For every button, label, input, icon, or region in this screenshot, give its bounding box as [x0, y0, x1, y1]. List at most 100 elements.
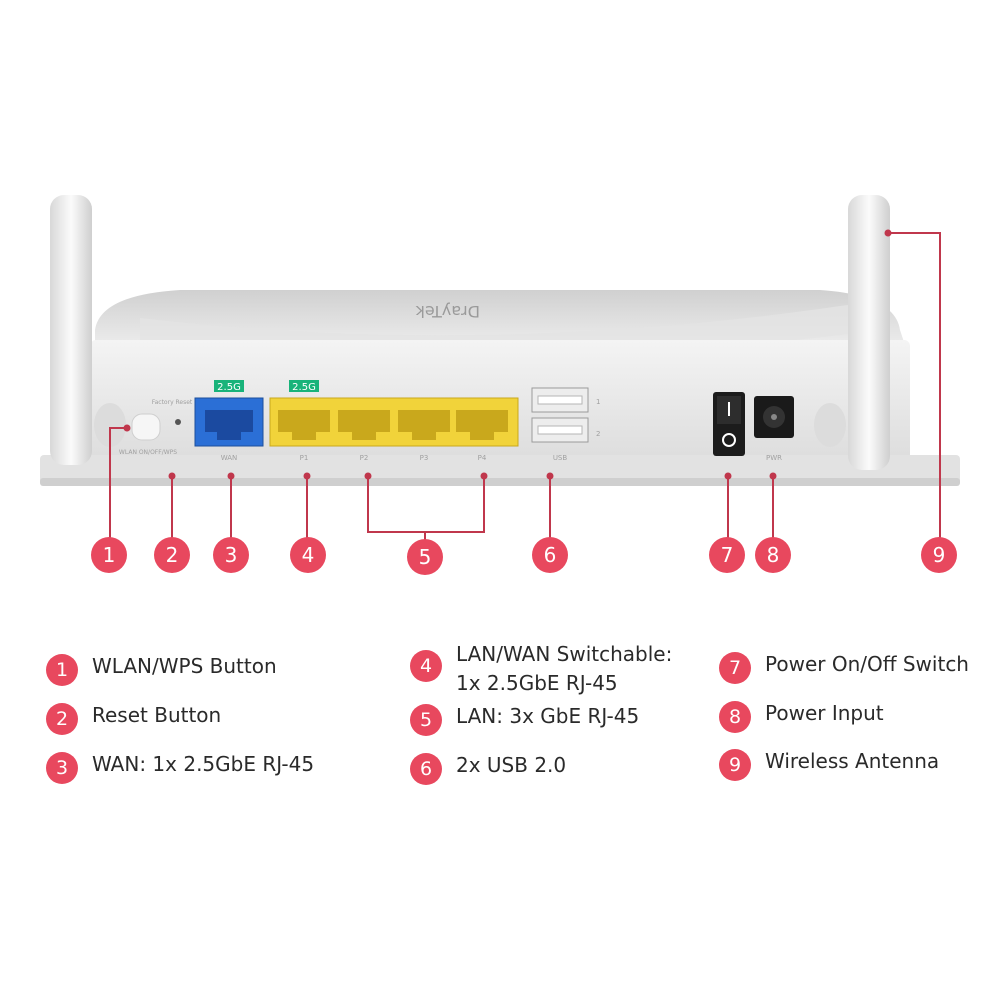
callout-badge-8-text: 8 [767, 543, 780, 567]
router-body: DrayTek [40, 290, 960, 486]
callout-dot-6 [546, 472, 554, 480]
legend-text-6: 2x USB 2.0 [456, 751, 566, 780]
wlan-button-label: WLAN ON/OFF/WPS [119, 449, 177, 456]
legend-text-6-line: 2x USB 2.0 [456, 753, 567, 777]
lan-label-p2: P2 [360, 454, 369, 462]
callout-dot-1 [123, 424, 131, 432]
callout-badge-7-text: 7 [721, 543, 734, 567]
legend-badge-5: 5 [410, 704, 442, 736]
callout-badge-4-text: 4 [302, 543, 315, 567]
legend-item-5: 5 LAN: 3x GbE RJ-45 [410, 702, 639, 736]
pwr-label: PWR [766, 454, 782, 462]
lan-port-p3: P3 [398, 410, 450, 462]
legend-badge-8: 8 [719, 701, 751, 733]
callout-badge-3: 3 [213, 537, 249, 573]
left-antenna [50, 195, 126, 465]
callout-badge-9-text: 9 [933, 543, 946, 567]
lan-port-p2: P2 [338, 410, 390, 462]
callout-badge-6-text: 6 [544, 543, 557, 567]
reset-button[interactable]: Factory Reset [152, 399, 193, 425]
legend-text-2-line: Reset Button [92, 703, 222, 727]
callout-badge-2-text: 2 [166, 543, 179, 567]
callout-dot-8 [769, 472, 777, 480]
legend-item-1: 1 WLAN/WPS Button [46, 652, 277, 686]
callout-dot-5a [364, 472, 372, 480]
callout-badge-2: 2 [154, 537, 190, 573]
legend-item-6: 6 2x USB 2.0 [410, 751, 566, 785]
legend-item-2: 2 Reset Button [46, 701, 221, 735]
legend-text-3: WAN: 1x 2.5GbE RJ-45 [92, 750, 314, 779]
wan-label: WAN [221, 454, 238, 462]
legend-text-8-line: Power Input [765, 701, 884, 725]
power-input: PWR [754, 396, 794, 462]
legend-badge-2: 2 [46, 703, 78, 735]
legend-item-4: 4 LAN/WAN Switchable: 1x 2.5GbE RJ-45 [410, 640, 672, 698]
callout-dot-5b [480, 472, 488, 480]
right-antenna [814, 195, 890, 470]
legend-text-1: WLAN/WPS Button [92, 652, 277, 681]
legend-badge-7: 7 [719, 652, 751, 684]
legend-text-7: Power On/Off Switch [765, 650, 969, 679]
legend-item-9: 9 Wireless Antenna [719, 747, 939, 781]
legend-text-8: Power Input [765, 699, 884, 728]
legend-item-3: 3 WAN: 1x 2.5GbE RJ-45 [46, 750, 314, 784]
callout-lines [109, 232, 941, 540]
legend-item-8: 8 Power Input [719, 699, 884, 733]
callout-dot-7 [724, 472, 732, 480]
lan-port-p4: P4 [456, 410, 508, 462]
callout-dot-9 [884, 229, 892, 237]
speed-tag-p1: 2.5G [289, 380, 319, 393]
legend-text-2: Reset Button [92, 701, 221, 730]
usb-label: USB [553, 454, 568, 462]
legend-badge-1: 1 [46, 654, 78, 686]
usb-ports: 1 2 USB [531, 387, 600, 462]
callout-line-1 [109, 427, 127, 538]
lan-label-p4: P4 [478, 454, 487, 462]
speed-tag-wan-text: 2.5G [217, 382, 241, 393]
callout-badge-6: 6 [532, 537, 568, 573]
usb-number-1: 1 [596, 398, 600, 406]
lan-label-p1: P1 [300, 454, 309, 462]
lan-label-p3: P3 [420, 454, 429, 462]
legend-badge-3: 3 [46, 752, 78, 784]
reset-label: Factory Reset [152, 399, 193, 406]
legend-text-9: Wireless Antenna [765, 747, 939, 776]
lan-port-block: P1 P2 P3 P4 [269, 397, 519, 462]
callout-badge-3-text: 3 [225, 543, 238, 567]
callout-badge-7: 7 [709, 537, 745, 573]
legend-text-4: LAN/WAN Switchable: 1x 2.5GbE RJ-45 [456, 640, 672, 698]
callout-badge-4: 4 [290, 537, 326, 573]
legend-text-4-line-1: LAN/WAN Switchable: [456, 642, 673, 666]
callout-dot-4 [303, 472, 311, 480]
legend-text-1-line: WLAN/WPS Button [92, 654, 277, 678]
wlan-wps-button[interactable]: WLAN ON/OFF/WPS [119, 413, 177, 456]
legend-text-5-line: LAN: 3x GbE RJ-45 [456, 704, 640, 728]
callout-badge-9: 9 [921, 537, 957, 573]
callout-badge-1: 1 [91, 537, 127, 573]
callout-badge-8: 8 [755, 537, 791, 573]
wan-port: WAN [194, 397, 264, 462]
callout-dot-2 [168, 472, 176, 480]
legend-badge-4: 4 [410, 650, 442, 682]
legend-badge-6: 6 [410, 753, 442, 785]
callout-badge-5: 5 [407, 539, 443, 575]
speed-tag-p1-text: 2.5G [292, 382, 316, 393]
brand-label: DrayTek [415, 302, 480, 321]
power-switch[interactable] [713, 392, 745, 456]
callout-line-9 [888, 232, 941, 538]
lan-port-p1: P1 [278, 410, 330, 462]
legend-text-9-line: Wireless Antenna [765, 749, 940, 773]
legend-item-7: 7 Power On/Off Switch [719, 650, 969, 684]
legend-text-5: LAN: 3x GbE RJ-45 [456, 702, 639, 731]
legend: 1 WLAN/WPS Button 2 Reset Button 3 WAN: … [0, 640, 1000, 1000]
legend-text-4-line-2: 1x 2.5GbE RJ-45 [456, 671, 618, 695]
legend-text-3-line: WAN: 1x 2.5GbE RJ-45 [92, 752, 315, 776]
callout-dot-3 [227, 472, 235, 480]
legend-badge-9: 9 [719, 749, 751, 781]
callout-badge-1-text: 1 [103, 543, 116, 567]
speed-tag-wan: 2.5G [214, 380, 244, 393]
usb-number-2: 2 [596, 430, 600, 438]
callout-badge-5-text: 5 [419, 545, 432, 569]
legend-text-7-line: Power On/Off Switch [765, 652, 969, 676]
callout-dots [123, 229, 892, 480]
